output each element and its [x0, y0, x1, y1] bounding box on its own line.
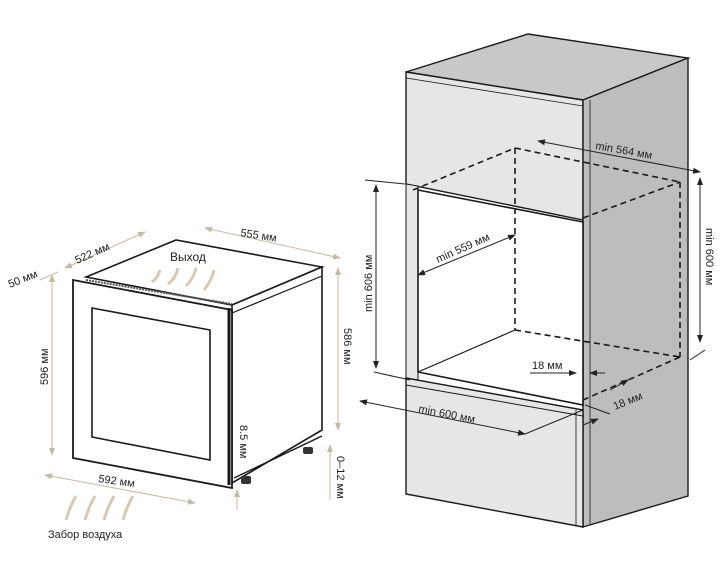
- front-width-label: 592 мм: [98, 473, 136, 490]
- exhaust-label: Выход: [170, 250, 206, 264]
- intake-label: Забор воздуха: [48, 529, 123, 541]
- intake-arrows-icon: [64, 495, 135, 521]
- oven-drawing: [72, 239, 325, 490]
- foot-adjust-label: 0–12 мм: [334, 456, 346, 499]
- foot-gap-label: 8.5 мм: [237, 425, 249, 458]
- exhaust-arrows-icon: [151, 267, 216, 291]
- body-height-label: 586 мм: [341, 328, 353, 365]
- cabinet-dimensions: [359, 139, 706, 436]
- cabinet-drawing: [405, 33, 691, 528]
- side-thickness-label: 18 мм: [532, 360, 562, 372]
- depth-top-label: 522 мм: [73, 241, 111, 267]
- min-height-label: min 606 мм: [363, 255, 375, 312]
- min-height-rear-label: min 600 мм: [703, 228, 715, 285]
- front-height-label: 596 мм: [39, 348, 51, 385]
- door-thickness-label: 50 мм: [7, 268, 40, 291]
- width-top-label: 555 мм: [240, 227, 278, 245]
- oven-dimensions: [39, 226, 341, 510]
